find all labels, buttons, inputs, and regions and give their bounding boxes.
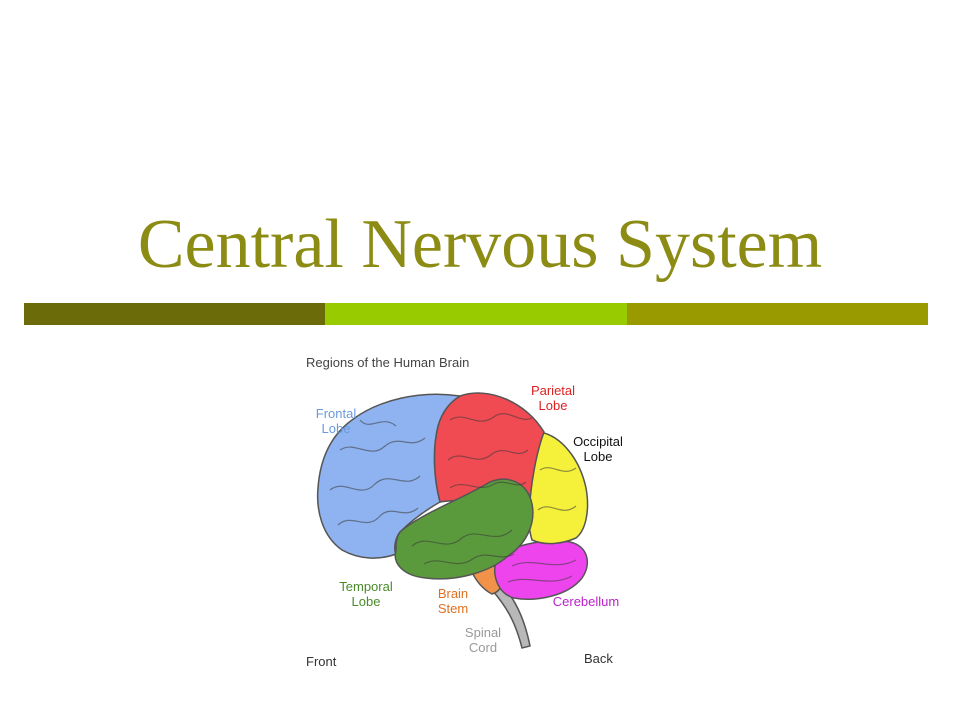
divider-segment-olive [627, 303, 928, 325]
label-occipital-lobe: Occipital Lobe [566, 434, 630, 464]
label-cerebellum: Cerebellum [544, 594, 628, 609]
diagram-heading: Regions of the Human Brain [306, 355, 546, 370]
label-frontal-lobe: Frontal Lobe [308, 406, 364, 436]
title-divider-bar [24, 303, 928, 325]
label-parietal-lobe: Parietal Lobe [522, 383, 584, 413]
label-back: Back [584, 651, 624, 666]
divider-segment-bright [325, 303, 626, 325]
divider-segment-dark [24, 303, 325, 325]
label-temporal-lobe: Temporal Lobe [332, 579, 400, 609]
brain-regions-diagram: Regions of the Human Brain Frontal Lobe … [300, 350, 630, 680]
label-brain-stem: Brain Stem [428, 586, 478, 616]
label-front: Front [306, 654, 346, 669]
slide-title: Central Nervous System [0, 200, 960, 290]
label-spinal-cord: Spinal Cord [458, 625, 508, 655]
